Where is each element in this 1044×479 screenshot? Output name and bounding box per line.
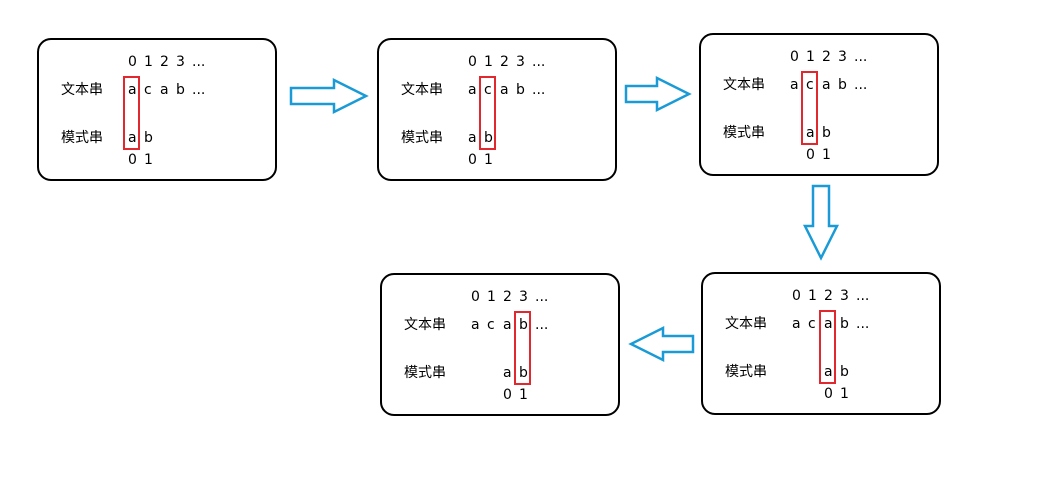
text-char: a	[160, 82, 169, 98]
text-char: c	[808, 316, 816, 332]
pattern-char: a	[468, 130, 477, 146]
comparison-highlight	[801, 71, 818, 145]
arrow-left-shape	[628, 325, 695, 363]
text-index: 1	[144, 54, 153, 70]
text-char: a	[822, 77, 831, 93]
comparison-highlight	[479, 76, 496, 150]
text-index: 3	[516, 54, 525, 70]
pattern-index: 1	[840, 386, 849, 402]
pattern-char: b	[144, 130, 153, 146]
text-char: b	[516, 82, 525, 98]
text-index: 2	[503, 289, 512, 305]
pattern-index: 0	[824, 386, 833, 402]
pattern-char: b	[484, 130, 493, 146]
text-char: c	[487, 317, 495, 333]
text-char: b	[176, 82, 185, 98]
text-index: ...	[535, 289, 549, 305]
text-char: a	[790, 77, 799, 93]
text-index: 0	[790, 49, 799, 65]
text-char: c	[144, 82, 152, 98]
text-index: 0	[792, 288, 801, 304]
pattern-index: 0	[806, 147, 815, 163]
arrow-right-1-shape	[289, 77, 369, 115]
text-char: a	[128, 82, 137, 98]
text-char: ...	[856, 316, 870, 332]
comparison-highlight	[123, 76, 140, 150]
pattern-char: a	[128, 130, 137, 146]
text-char: ...	[535, 317, 549, 333]
text-index: 1	[487, 289, 496, 305]
text-index: 2	[500, 54, 509, 70]
pattern-label: 模式串	[404, 365, 446, 381]
pattern-index: 1	[519, 387, 528, 403]
pattern-index: 1	[822, 147, 831, 163]
pattern-char: b	[822, 125, 831, 141]
pattern-label: 模式串	[725, 364, 767, 380]
text-char: b	[838, 77, 847, 93]
text-char: c	[484, 82, 492, 98]
arrow-right-1	[289, 77, 369, 115]
arrow-down	[802, 184, 840, 261]
text-index: 0	[471, 289, 480, 305]
text-char: a	[468, 82, 477, 98]
comparison-highlight	[514, 311, 531, 385]
text-char: a	[500, 82, 509, 98]
pattern-char: a	[824, 364, 833, 380]
comparison-highlight	[819, 310, 836, 384]
text-char: ...	[532, 82, 546, 98]
text-label: 文本串	[401, 82, 443, 98]
text-index: ...	[532, 54, 546, 70]
text-index: 3	[519, 289, 528, 305]
text-index: 2	[824, 288, 833, 304]
text-char: a	[792, 316, 801, 332]
text-char: b	[840, 316, 849, 332]
pattern-char: a	[806, 125, 815, 141]
text-label: 文本串	[725, 316, 767, 332]
pattern-label: 模式串	[61, 130, 103, 146]
pattern-index: 0	[128, 152, 137, 168]
text-char: c	[806, 77, 814, 93]
text-index: 1	[484, 54, 493, 70]
text-index: 3	[176, 54, 185, 70]
text-index: 3	[840, 288, 849, 304]
text-index: 1	[808, 288, 817, 304]
text-index: 1	[806, 49, 815, 65]
text-char: ...	[854, 77, 868, 93]
text-index: 0	[468, 54, 477, 70]
text-char: a	[503, 317, 512, 333]
text-char: a	[471, 317, 480, 333]
pattern-index: 0	[468, 152, 477, 168]
pattern-index: 1	[144, 152, 153, 168]
text-index: 2	[822, 49, 831, 65]
arrow-right-2	[624, 75, 692, 113]
text-char: a	[824, 316, 833, 332]
text-index: 0	[128, 54, 137, 70]
text-char: ...	[192, 82, 206, 98]
text-index: ...	[856, 288, 870, 304]
arrow-right-2-shape	[624, 75, 692, 113]
pattern-char: b	[840, 364, 849, 380]
text-index: ...	[192, 54, 206, 70]
pattern-char: b	[519, 365, 528, 381]
text-index: 3	[838, 49, 847, 65]
pattern-index: 1	[484, 152, 493, 168]
arrow-down-shape	[802, 184, 840, 261]
pattern-char: a	[503, 365, 512, 381]
text-char: b	[519, 317, 528, 333]
text-index: 2	[160, 54, 169, 70]
pattern-label: 模式串	[401, 130, 443, 146]
arrow-left	[628, 325, 695, 363]
pattern-label: 模式串	[723, 125, 765, 141]
text-label: 文本串	[404, 317, 446, 333]
text-label: 文本串	[723, 77, 765, 93]
text-index: ...	[854, 49, 868, 65]
text-label: 文本串	[61, 82, 103, 98]
pattern-index: 0	[503, 387, 512, 403]
